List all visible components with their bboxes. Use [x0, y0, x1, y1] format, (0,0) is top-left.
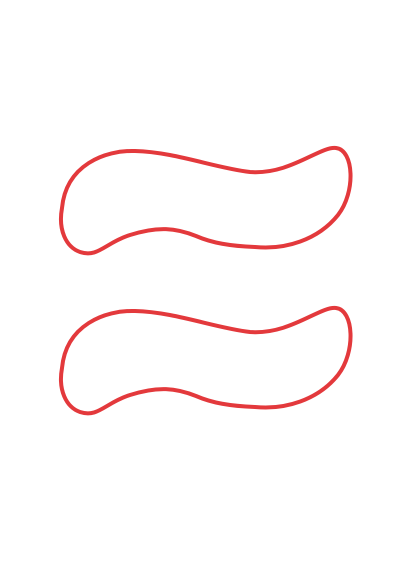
bottom-wavy-blob-icon — [59, 305, 353, 416]
bottom-blob-group — [59, 305, 353, 416]
top-blob-group — [59, 145, 353, 256]
top-wavy-blob-icon — [59, 145, 353, 256]
